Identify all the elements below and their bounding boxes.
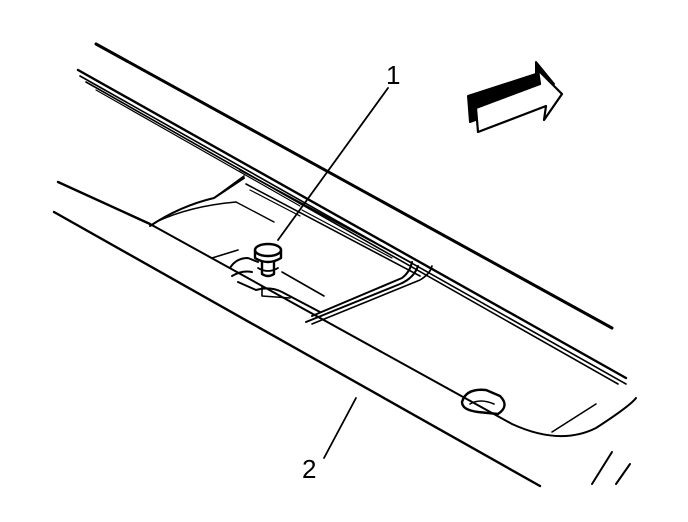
callout-1-label: 1 — [386, 60, 400, 90]
bolt-icon — [253, 242, 283, 278]
front-direction-arrow-icon — [467, 61, 564, 134]
callout-2-label: 2 — [302, 454, 316, 484]
inner-channel-lines — [239, 169, 421, 277]
callout-1: 1 — [277, 60, 400, 241]
retainer-bracket — [229, 257, 325, 313]
harness-branch — [305, 261, 433, 325]
upper-rail-lines — [76, 68, 628, 385]
sill-recess — [149, 175, 275, 259]
callout-2: 2 — [302, 397, 357, 484]
trim-slot — [460, 388, 506, 416]
body-outer-edge — [94, 42, 614, 330]
sill-trim-panel — [52, 180, 637, 488]
break-lines — [591, 451, 631, 485]
